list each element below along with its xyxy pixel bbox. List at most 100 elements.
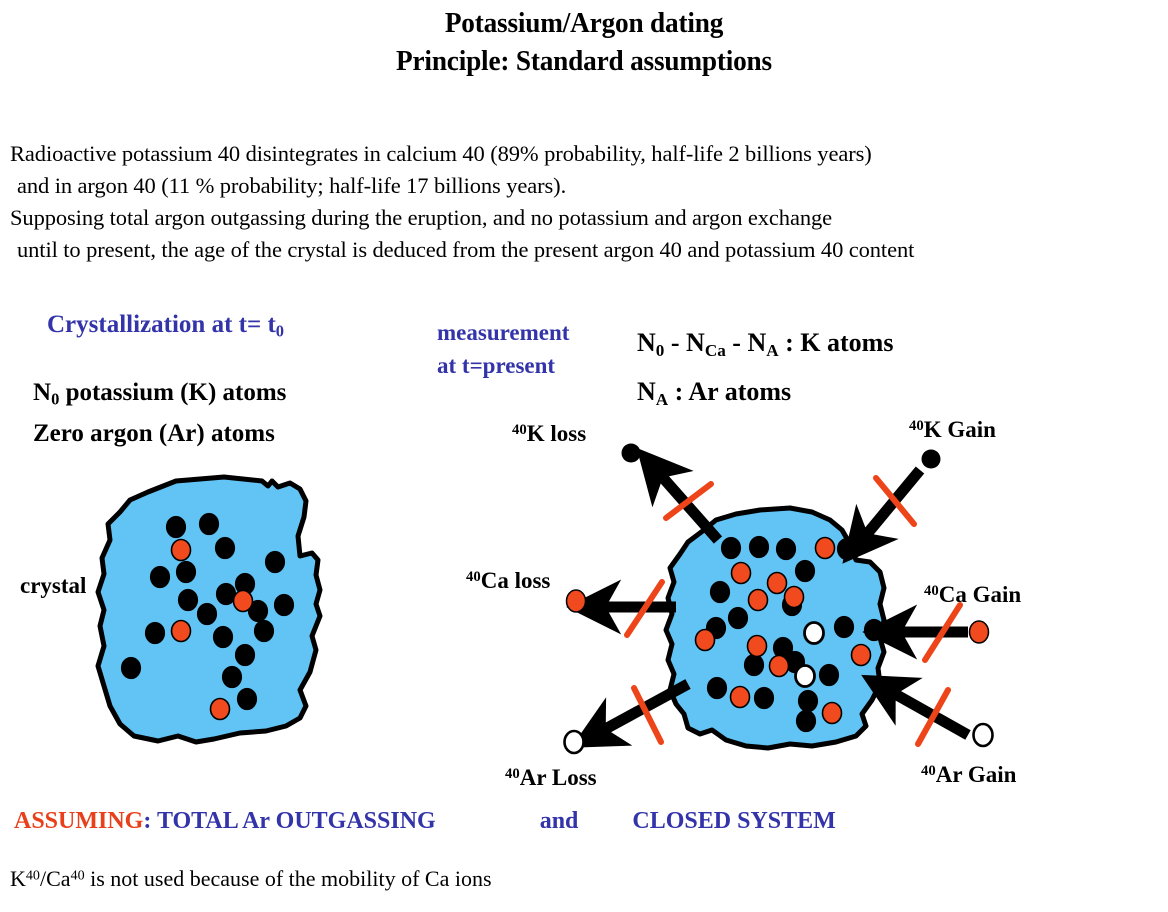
formula-na: N [747,328,767,357]
calcium-atom-dot [729,685,751,709]
footer-ca-symbol: /Ca [39,866,71,891]
formula-ar-atoms: NA : Ar atoms [637,371,893,420]
crystallization-heading-subscript: 0 [275,321,285,341]
assuming-clause-1: TOTAL Ar OUTGASSING [156,808,436,834]
potassium-atom-dot [149,565,171,589]
formula-nca: N [686,328,705,357]
k-gain-text: K Gain [923,417,996,442]
label-ca-loss: 40Ca loss [466,568,550,594]
potassium-atom-dot [797,689,819,713]
ar-gain-mass-number: 40 [921,762,936,779]
footer-k-mass: 40 [25,867,40,884]
potassium-atom-dot [264,550,286,574]
initial-potassium-text: potassium (K) atoms [59,379,287,406]
title-line-2: Principle: Standard assumptions [396,45,772,77]
intro-line-3: Supposing total argon outgassing during … [10,205,833,230]
footer-note-text: is not used because of the mobility of C… [84,866,492,891]
formula-k-tail: : K atoms [778,328,894,357]
slide-title: Potassium/Argon dating Principle: Standa… [0,4,1168,80]
ca-gain-mass-number: 40 [924,582,939,599]
potassium-atom-dot [836,537,858,561]
potassium-atom-dot [706,676,728,700]
particle-ca-loss [565,589,587,613]
slash-ar-gain [915,687,951,747]
potassium-atom-dot [247,599,269,623]
assuming-colon: : [143,808,152,834]
n0-subscript: 0 [51,389,60,409]
label-ca-gain: 40Ca Gain [924,582,1021,608]
footer-note: K40/Ca40 is not used because of the mobi… [10,866,492,892]
label-k-loss: 40K loss [512,421,586,447]
present-formula-block: N0 - NCa - NA : K atoms NA : Ar atoms [637,322,893,420]
arrow-ar-loss [570,679,691,748]
particle-ca-gain [968,620,990,644]
intro-line-2: and in argon 40 (11 % probability; half-… [17,173,567,198]
potassium-atom-dot [863,618,885,642]
formula2-na-subscript: A [655,389,669,409]
slash-k-loss [663,481,714,521]
potassium-atom-dot [198,512,220,536]
assuming-keyword: ASSUMING [14,808,144,834]
right-crystal-shape [663,505,887,751]
potassium-atom-dot [234,572,256,596]
measurement-heading-line-2: at t=present [437,353,556,378]
crystallization-heading: Crystallization at t= t0 [47,311,284,342]
label-k-gain: 40K Gain [909,417,996,443]
ar-gain-text: Ar Gain [935,762,1017,787]
calcium-atom-dot [768,654,790,678]
particle-k-gain [921,449,941,469]
atom-dots-layer [120,512,885,733]
potassium-atom-dot [795,709,817,733]
footer-ca-mass: 40 [70,867,85,884]
particle-ar-gain [972,722,994,748]
intro-paragraph: Radioactive potassium 40 disintegrates i… [10,138,1150,266]
measurement-heading: measurement at t=present [437,316,569,382]
potassium-atom-dot [234,643,256,667]
intro-line-1: Radioactive potassium 40 disintegrates i… [10,141,872,166]
potassium-atom-dot [748,535,770,559]
particle-ar-loss [563,729,585,755]
arrow-ar-loss-line [570,679,691,748]
crystallization-heading-text: Crystallization at t= t [47,311,276,338]
formula-n0-subscript: 0 [655,340,665,360]
initial-potassium-line: N0 potassium (K) atoms [33,376,286,417]
potassium-atom-dot [214,536,236,560]
arrow-ca-gain [862,602,968,663]
label-ar-loss: 40Ar Loss [505,765,597,791]
crystal-label: crystal [20,573,87,598]
ar-loss-text: Ar Loss [519,765,597,790]
potassium-atom-dot [165,515,187,539]
potassium-atom-dot [775,537,797,561]
assuming-conjunction: and [539,808,579,834]
formula2-na: N [637,376,656,406]
potassium-atom-dot [818,663,840,687]
potassium-atom-dot [144,621,166,645]
arrow-ca-loss [566,579,676,638]
formula-nca-subscript: Ca [704,340,726,360]
right-crystal [663,505,887,751]
potassium-atom-dot [215,582,237,606]
arrow-ar-gain [861,674,971,747]
potassium-atom-dot [120,656,142,680]
potassium-atom-dot [273,593,295,617]
ca-loss-mass-number: 40 [466,568,481,585]
calcium-atom-dot [730,561,752,585]
formula-n0: N [637,328,656,357]
argon-atom-dot [803,621,825,645]
arrow-k-loss-line [636,447,723,544]
potassium-atom-dot [236,687,258,711]
k-loss-text: K loss [526,421,587,446]
formula-minus-2: - [725,328,748,357]
initial-argon-line: Zero argon (Ar) atoms [33,419,275,447]
ar-loss-mass-number: 40 [505,765,520,782]
potassium-atom-dot [175,560,197,584]
measurement-heading-line-1: measurement [437,320,570,345]
calcium-atom-dot [766,571,788,595]
potassium-atom-dot [709,580,731,604]
potassium-atom-dot [212,625,234,649]
potassium-atom-dot [253,619,275,643]
formula-k-atoms: N0 - NCa - NA : K atoms [637,322,893,371]
calcium-atom-dot [170,619,192,643]
arrow-k-loss [636,447,723,544]
